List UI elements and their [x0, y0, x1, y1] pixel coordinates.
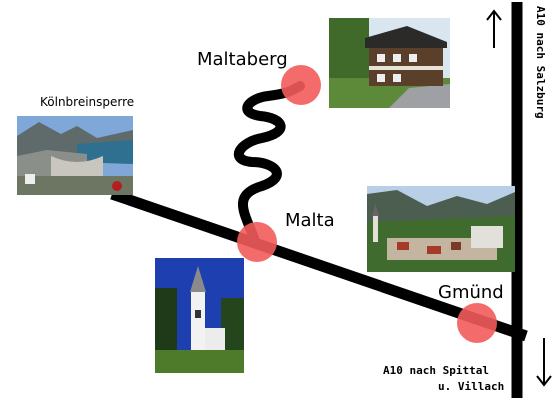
marker-maltaberg — [281, 65, 321, 105]
marker-gmuend — [457, 303, 497, 343]
arrow-up-icon — [486, 9, 502, 48]
photo-maltaberg-house — [329, 18, 450, 108]
label-malta: Malta — [285, 210, 335, 231]
road-maltaberg — [234, 81, 305, 243]
label-a10-salzburg: A10 nach Salzburg — [534, 6, 547, 119]
photo-church — [155, 258, 244, 373]
label-a10-spittal: A10 nach Spittal — [383, 364, 489, 377]
label-gmuend: Gmünd — [438, 282, 504, 303]
photo-malta-village — [367, 186, 515, 272]
label-maltaberg: Maltaberg — [197, 49, 288, 70]
road-main — [110, 188, 528, 342]
label-villach: u. Villach — [438, 380, 505, 393]
marker-malta — [237, 222, 277, 262]
photo-koelnbrein-dam — [17, 116, 133, 195]
label-koelnbreinsperre: Kölnbreinsperre — [40, 95, 135, 109]
arrow-down-icon — [536, 338, 552, 387]
